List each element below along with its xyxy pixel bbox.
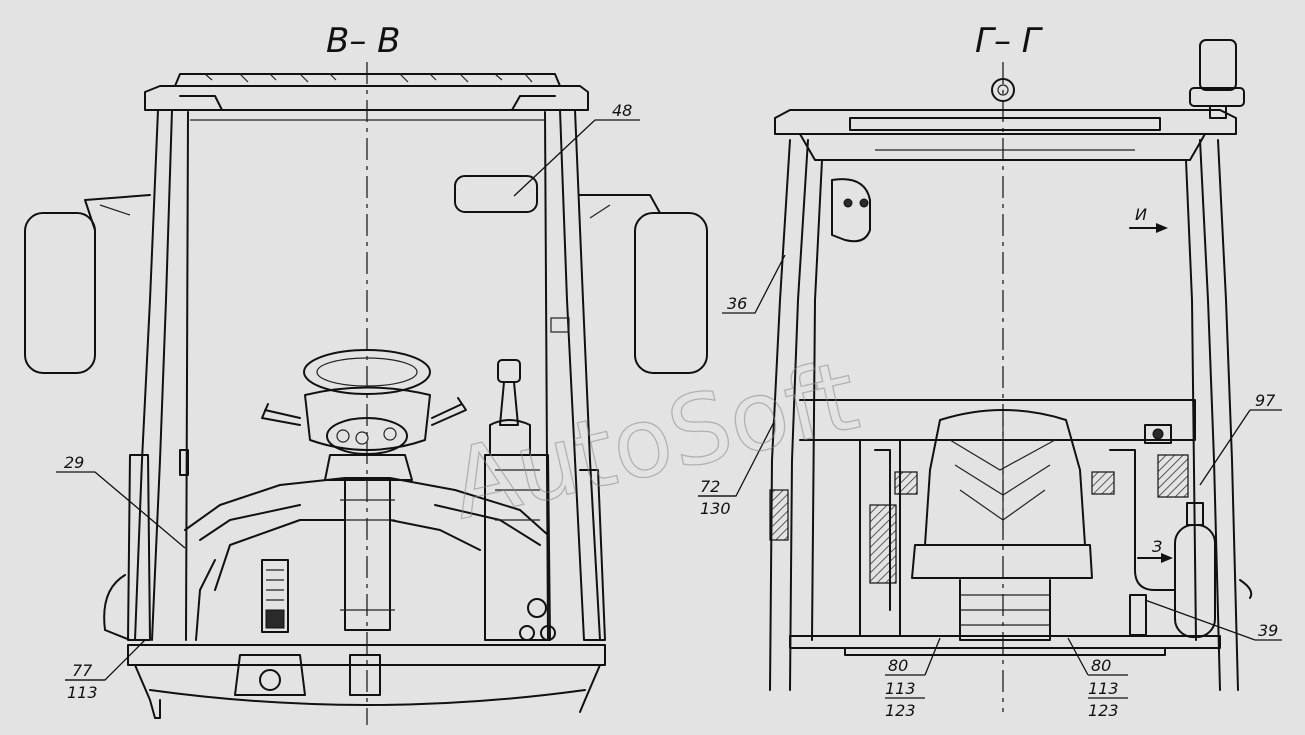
- callout-29: 29: [64, 453, 84, 472]
- view-title-g: Г– Г: [975, 21, 1044, 61]
- callout-36: 36: [727, 294, 747, 313]
- document-holder: [1157, 454, 1189, 498]
- view-b-b: В– В: [24, 21, 708, 725]
- leader-29: [56, 471, 186, 549]
- arrow-i: И: [1129, 205, 1168, 233]
- callout-48: 48: [612, 101, 632, 120]
- mirror-left-outer: [24, 194, 151, 374]
- callout-113: 113: [67, 683, 98, 702]
- callout-113b: 113: [885, 679, 916, 698]
- floor-right: [789, 635, 1221, 656]
- callout-77: 77: [72, 661, 93, 680]
- console-left: [103, 449, 606, 641]
- leader-80b: [1067, 637, 1128, 699]
- operator-seat: [894, 409, 1115, 641]
- callout-123b: 123: [1088, 701, 1119, 720]
- callout-39: 39: [1258, 621, 1278, 640]
- watermark: AutoSoft: [441, 339, 868, 541]
- arrow-i-label: И: [1135, 205, 1147, 224]
- leader-80a: [885, 637, 941, 699]
- cab-frame-left: [134, 109, 601, 641]
- callout-113c: 113: [1088, 679, 1119, 698]
- side-components-right: [769, 449, 1253, 636]
- callout-72: 72: [700, 477, 720, 496]
- callout-80a: 80: [888, 656, 908, 675]
- cab-base-left: [127, 644, 606, 719]
- interior-mirror: [454, 175, 538, 213]
- arrow-z: З: [1137, 537, 1173, 563]
- leader-39: [1144, 599, 1282, 641]
- leader-36: [722, 254, 786, 314]
- arrow-z-label: З: [1152, 537, 1162, 556]
- callout-80b: 80: [1091, 656, 1111, 675]
- cab-frame-right: [769, 139, 1239, 691]
- leader-97: [1199, 409, 1282, 486]
- callout-130: 130: [700, 499, 731, 518]
- joystick: [489, 359, 531, 456]
- view-title-b: В– В: [326, 21, 400, 61]
- callout-123a: 123: [885, 701, 916, 720]
- lifting-eye: [991, 78, 1015, 102]
- roof-left: [144, 73, 589, 111]
- leader-48: [513, 119, 640, 197]
- mirror-right-outer: [579, 194, 708, 374]
- steering-assembly: [261, 349, 467, 631]
- roof-right: [774, 109, 1237, 161]
- view-g-g: Г– Г: [698, 21, 1282, 720]
- callout-97: 97: [1255, 391, 1276, 410]
- beacon-light: [1189, 39, 1245, 119]
